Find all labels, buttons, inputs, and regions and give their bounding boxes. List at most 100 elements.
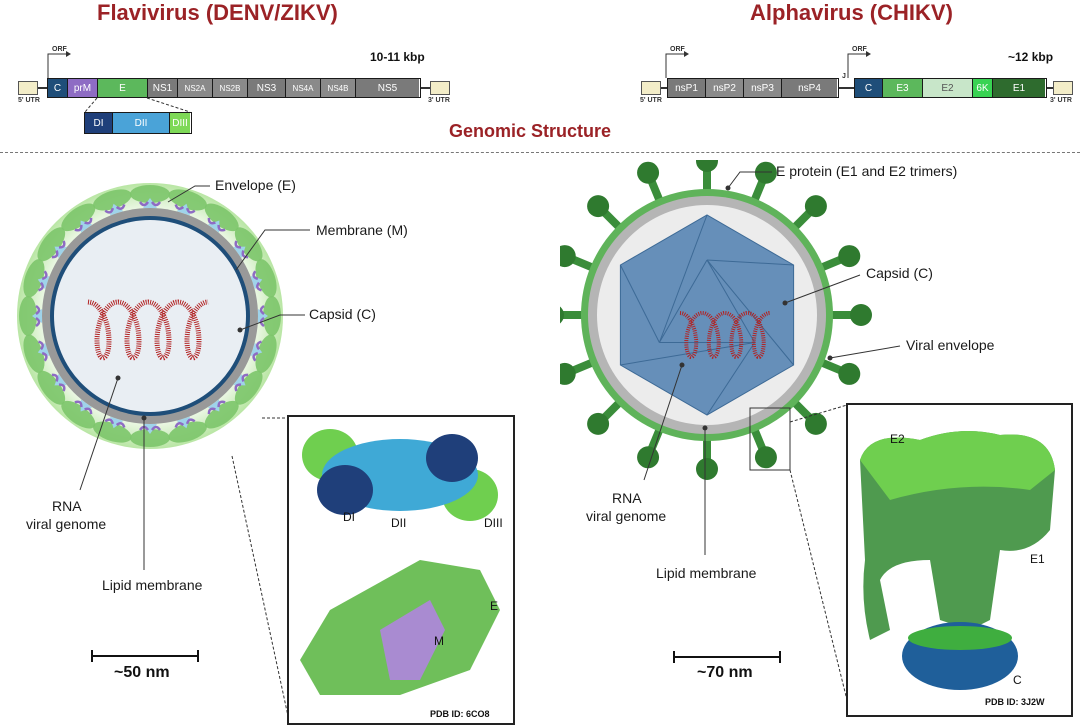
flavi-domain-dii: DII bbox=[113, 113, 170, 133]
flavi-domain-di: DI bbox=[85, 113, 113, 133]
flavi-label-rna: RNA bbox=[52, 498, 82, 514]
flavi-seg-ns2b: NS2B bbox=[213, 79, 248, 97]
alpha-5utr-link bbox=[661, 87, 667, 89]
flavi-envelope-spike bbox=[61, 203, 96, 233]
flavi-seg-ns3: NS3 bbox=[248, 79, 286, 97]
flavi-scale-label: ~50 nm bbox=[114, 664, 170, 681]
flavi-envelope-spike bbox=[204, 399, 239, 429]
alpha-e-spike bbox=[560, 306, 587, 324]
alpha-junction-label: J bbox=[842, 73, 846, 80]
flavi-envelope-spikes bbox=[19, 185, 281, 447]
alpha-label-lipid: Lipid membrane bbox=[656, 565, 757, 581]
alpha-5utr-box bbox=[641, 81, 661, 95]
flavi-inset-e: E bbox=[490, 599, 499, 613]
alpha-e-spike bbox=[696, 160, 718, 195]
flavi-envelope-spike bbox=[93, 416, 132, 443]
alpha-junction-link bbox=[839, 87, 854, 89]
flavi-seg-ns2a: NS2A bbox=[178, 79, 213, 97]
alpha-genome-size: ~12 kbp bbox=[1008, 50, 1054, 64]
alpha-ns-bar: nsP1 nsP2 nsP3 nsP4 bbox=[667, 78, 839, 98]
alphavirus-title: Alphavirus (CHIKV) bbox=[750, 0, 953, 25]
flavi-5utr-box bbox=[18, 81, 38, 95]
alpha-inset-e2: E2 bbox=[890, 432, 905, 446]
flavi-rna-helix bbox=[87, 299, 209, 361]
flavi-envelope-spike bbox=[23, 334, 50, 373]
alpha-label-eprotein: E protein (E1 and E2 trimers) bbox=[776, 163, 958, 179]
alpha-seg-nsp2: nsP2 bbox=[706, 79, 744, 97]
flavi-3utr-link bbox=[421, 87, 430, 89]
flavi-orf-label: ORF bbox=[52, 46, 67, 53]
flavi-e-zoom-lines bbox=[84, 97, 191, 113]
flavi-envelope-spike bbox=[130, 185, 170, 208]
flavivirus-diagram bbox=[17, 183, 515, 725]
alphavirus-diagram bbox=[560, 160, 1073, 717]
alpha-label-envelope: Viral envelope bbox=[906, 337, 995, 353]
flavi-inset-m: M bbox=[434, 634, 444, 648]
alpha-inset-pdb: PDB ID: 3J2W bbox=[985, 697, 1045, 707]
alpha-label-rna-genome: viral genome bbox=[586, 508, 667, 524]
flavi-envelope-spike bbox=[168, 416, 207, 443]
flavi-inset-pdb: PDB ID: 6CO8 bbox=[430, 709, 490, 719]
flavi-genome-size: 10-11 kbp bbox=[370, 50, 425, 64]
flavi-envelope-spike bbox=[19, 296, 42, 336]
section-title: Genomic Structure bbox=[449, 121, 612, 141]
alpha-orf2-label: ORF bbox=[852, 46, 867, 53]
flavi-envelope-spike bbox=[93, 189, 132, 216]
flavi-envelope-spike bbox=[37, 227, 67, 262]
alpha-3utr-box bbox=[1053, 81, 1073, 95]
flavi-envelope-spike bbox=[233, 370, 263, 405]
alpha-seg-e1: E1 bbox=[993, 79, 1045, 97]
alpha-orf1-label: ORF bbox=[670, 46, 685, 53]
flavi-envelope-spike bbox=[204, 203, 239, 233]
flavi-seg-c: C bbox=[48, 79, 68, 97]
flavi-3utr-box bbox=[430, 81, 450, 95]
flavi-envelope-spike bbox=[61, 399, 96, 429]
alpha-orf1-arrow bbox=[665, 51, 689, 78]
flavi-seg-e: E bbox=[98, 79, 148, 97]
flavi-orf-arrow bbox=[47, 51, 71, 78]
alpha-5utr-label: 5' UTR bbox=[640, 97, 662, 104]
flavi-label-lipid: Lipid membrane bbox=[102, 577, 203, 593]
alpha-seg-nsp4: nsP4 bbox=[782, 79, 837, 97]
flavi-envelope-spike bbox=[37, 370, 67, 405]
flavi-label-envelope: Envelope (E) bbox=[215, 177, 296, 193]
flavi-envelope-spike bbox=[258, 296, 281, 336]
flavi-envelope-spike bbox=[23, 259, 50, 298]
flavi-label-membrane: Membrane (M) bbox=[316, 222, 408, 238]
flavi-seg-ns1: NS1 bbox=[148, 79, 178, 97]
alpha-label-rna: RNA bbox=[612, 490, 642, 506]
alpha-seg-nsp1: nsP1 bbox=[668, 79, 706, 97]
flavi-envelope-spike bbox=[250, 259, 277, 298]
flavi-inset-diii: DIII bbox=[484, 516, 503, 530]
alpha-e-spike bbox=[696, 435, 718, 480]
flavi-seg-ns4b: NS4B bbox=[321, 79, 356, 97]
flavi-label-rna-genome: viral genome bbox=[26, 516, 107, 532]
flavi-envelope-spike bbox=[233, 227, 263, 262]
flavi-inset-dii: DII bbox=[391, 516, 407, 530]
flavi-5utr-label: 5' UTR bbox=[18, 97, 40, 104]
alpha-e-spike bbox=[827, 304, 872, 326]
alpha-inset-c: C bbox=[1013, 673, 1022, 687]
flavi-seg-ns5: NS5 bbox=[356, 79, 419, 97]
flavi-seg-prm: prM bbox=[68, 79, 98, 97]
flavi-inset-di: DI bbox=[343, 510, 355, 524]
alpha-seg-nsp3: nsP3 bbox=[744, 79, 782, 97]
flavi-core bbox=[54, 220, 246, 412]
alpha-seg-6k: 6K bbox=[973, 79, 993, 97]
flavi-domain-diii: DIII bbox=[170, 113, 190, 133]
alpha-scale-label: ~70 nm bbox=[697, 664, 753, 681]
flavi-envelope-spike bbox=[250, 334, 277, 373]
flavi-envelope-spike bbox=[168, 189, 207, 216]
alpha-3utr-label: 3' UTR bbox=[1050, 97, 1072, 104]
flavi-5utr-link bbox=[38, 87, 48, 89]
alpha-seg-c: C bbox=[855, 79, 883, 97]
alpha-orf2-arrow bbox=[847, 51, 871, 78]
alpha-seg-e3: E3 bbox=[883, 79, 923, 97]
alpha-3utr-link bbox=[1047, 87, 1053, 89]
flavi-e-domains-bar: DI DII DIII bbox=[84, 112, 192, 134]
alpha-label-capsid: Capsid (C) bbox=[866, 265, 933, 281]
flavi-seg-ns4a: NS4A bbox=[286, 79, 321, 97]
flavi-3utr-label: 3' UTR bbox=[428, 97, 450, 104]
alpha-seg-e2: E2 bbox=[923, 79, 973, 97]
alpha-inset-e1: E1 bbox=[1030, 552, 1045, 566]
